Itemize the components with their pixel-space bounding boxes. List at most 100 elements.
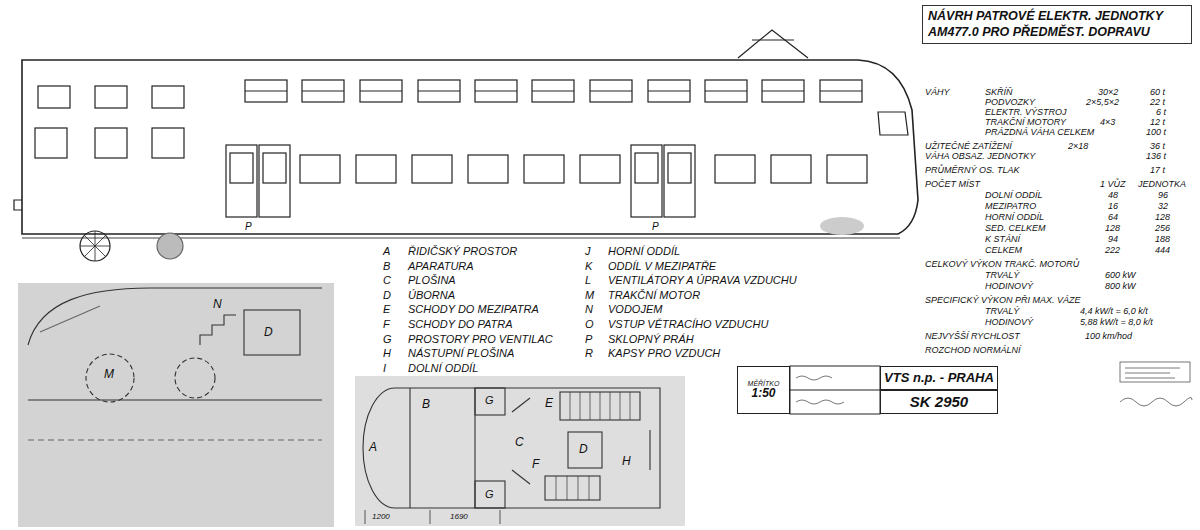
legend-key: P bbox=[585, 333, 592, 345]
floor-plan-view-part bbox=[570, 392, 630, 420]
car-elevation-part bbox=[580, 155, 620, 183]
legend-key: K bbox=[585, 260, 592, 272]
callout-letter: N bbox=[213, 298, 222, 311]
legend-text: SCHODY DO MEZIPATRA bbox=[408, 303, 539, 315]
legend-text: TRAKČNÍ MOTOR bbox=[608, 289, 700, 301]
drawing-number-cell: SK 2950 bbox=[880, 390, 998, 414]
cab-section-view-part bbox=[244, 310, 300, 355]
table-cell: MEZIPATRO bbox=[985, 202, 1036, 212]
title-block bbox=[790, 366, 880, 414]
table-cell: 12 t bbox=[1150, 118, 1165, 128]
scale-cell: MĚŘÍTKO1:50 bbox=[737, 366, 790, 414]
cab-section-view-part bbox=[175, 358, 215, 398]
cab-section-view-part bbox=[40, 306, 100, 332]
callout-letter: B bbox=[422, 398, 430, 411]
legend-key: J bbox=[585, 245, 591, 257]
table-cell: HODINOVÝ bbox=[985, 282, 1033, 292]
car-elevation-part bbox=[412, 155, 452, 183]
legend-key: F bbox=[383, 318, 390, 330]
table-cell: HORNÍ ODDÍL bbox=[985, 213, 1044, 223]
floor-plan-view-part bbox=[363, 388, 660, 524]
floor-plan-view-part bbox=[363, 388, 660, 508]
legend-key: G bbox=[383, 333, 392, 345]
table-cell: UŽITEČNÉ ZATÍŽENÍ bbox=[925, 142, 1012, 152]
car-elevation-part bbox=[95, 128, 127, 158]
legend-text: ODDÍL V MEZIPATŘE bbox=[608, 260, 716, 272]
table-cell: 4,4 kW/t = 6,0 k/t bbox=[1080, 307, 1148, 317]
table-cell: JEDNOTKA bbox=[1138, 180, 1186, 190]
drawing-title: NÁVRH PATROVÉ ELEKTR. JEDNOTKY AM477.0 P… bbox=[922, 5, 1192, 44]
car-elevation-part bbox=[635, 153, 658, 183]
car-elevation-part bbox=[157, 233, 183, 259]
legend-text: NÁSTUPNÍ PLOŠINA bbox=[408, 347, 514, 359]
approval-stamp bbox=[1120, 362, 1192, 406]
floor-plan-view-part bbox=[409, 388, 410, 508]
floor-plan-view bbox=[355, 376, 685, 526]
table-cell: 36 t bbox=[1150, 142, 1165, 152]
table-cell: 6 t bbox=[1156, 108, 1166, 118]
table-cell: K STÁNÍ bbox=[985, 235, 1020, 245]
legend-key: I bbox=[383, 362, 386, 374]
car-elevation-part bbox=[820, 217, 864, 235]
callout-letter: M bbox=[104, 368, 114, 381]
table-cell: CELKEM bbox=[985, 246, 1022, 256]
car-elevation bbox=[14, 30, 918, 261]
table-cell: SED. CELKEM bbox=[985, 224, 1046, 234]
legend-text: HORNÍ ODDÍL bbox=[608, 245, 680, 257]
legend-text: DOLNÍ ODDÍL bbox=[408, 362, 478, 374]
table-cell: SKŘÍŇ bbox=[985, 88, 1013, 98]
car-elevation-part bbox=[80, 231, 110, 261]
car-elevation-part bbox=[80, 231, 110, 261]
floor-plan-view-part bbox=[556, 476, 589, 500]
car-elevation-part bbox=[35, 128, 67, 158]
table-cell: VÁHY bbox=[925, 88, 950, 98]
legend-text: VODOJEM bbox=[608, 303, 662, 315]
table-cell: PRÁZDNÁ VÁHA CELKEM bbox=[985, 128, 1094, 138]
table-cell: 17 t bbox=[1150, 166, 1165, 176]
legend-text: ÚBORNA bbox=[408, 289, 455, 301]
floor-plan-view-part bbox=[475, 388, 505, 415]
floor-plan-view-part bbox=[560, 392, 640, 420]
dimension: 1200 bbox=[372, 513, 390, 522]
floor-plan-view-part bbox=[365, 510, 500, 524]
table-cell: 48 bbox=[1108, 191, 1118, 201]
callout-letter: P bbox=[652, 221, 659, 232]
floor-plan-view-part bbox=[649, 430, 650, 470]
cab-section-view-part bbox=[28, 288, 322, 440]
legend-text: ŘIDIČSKÝ PROSTOR bbox=[408, 245, 517, 257]
table-cell: SPECIFICKÝ VÝKON PŘI MAX. VÁZE bbox=[925, 296, 1081, 306]
car-elevation-part bbox=[664, 145, 695, 217]
car-elevation-part bbox=[22, 237, 900, 238]
legend-key: A bbox=[383, 245, 390, 257]
approval-stamp-part bbox=[1120, 397, 1192, 406]
table-cell: VÁHA OBSAZ. JEDNOTKY bbox=[925, 152, 1035, 162]
table-cell: 222 bbox=[1105, 246, 1120, 256]
cab-section-view-part bbox=[28, 439, 322, 440]
callout-letter: P bbox=[245, 221, 252, 232]
table-cell: 128 bbox=[1105, 224, 1120, 234]
title-block-part bbox=[790, 390, 880, 391]
car-elevation-part bbox=[263, 153, 286, 183]
legend-key: B bbox=[383, 260, 390, 272]
table-cell: 600 kW bbox=[1105, 271, 1136, 281]
callout-letter: G bbox=[485, 394, 494, 406]
car-elevation-part bbox=[827, 155, 867, 183]
floor-plan-view-part bbox=[512, 398, 530, 412]
table-cell: TRVALÝ bbox=[985, 271, 1019, 281]
legend-key: H bbox=[383, 347, 391, 359]
car-elevation-part bbox=[631, 145, 662, 217]
cab-section-view-part bbox=[28, 288, 322, 345]
car-elevation-part bbox=[38, 86, 70, 108]
table-cell: 188 bbox=[1155, 235, 1170, 245]
car-elevation-part bbox=[245, 90, 862, 91]
table-cell: 16 bbox=[1108, 202, 1118, 212]
table-cell: 5,88 kW/t = 8,0 k/t bbox=[1080, 318, 1153, 328]
callout-letter: A bbox=[369, 441, 377, 454]
table-cell: 4×3 bbox=[1100, 118, 1115, 128]
table-cell: 2×5,5×2 bbox=[1086, 98, 1119, 108]
car-elevation-part bbox=[715, 155, 755, 183]
cab-section-view-part bbox=[18, 283, 334, 527]
table-cell: PODVOZKY bbox=[985, 98, 1035, 108]
legend-text: VENTILÁTORY A ÚPRAVA VZDUCHU bbox=[608, 274, 797, 286]
